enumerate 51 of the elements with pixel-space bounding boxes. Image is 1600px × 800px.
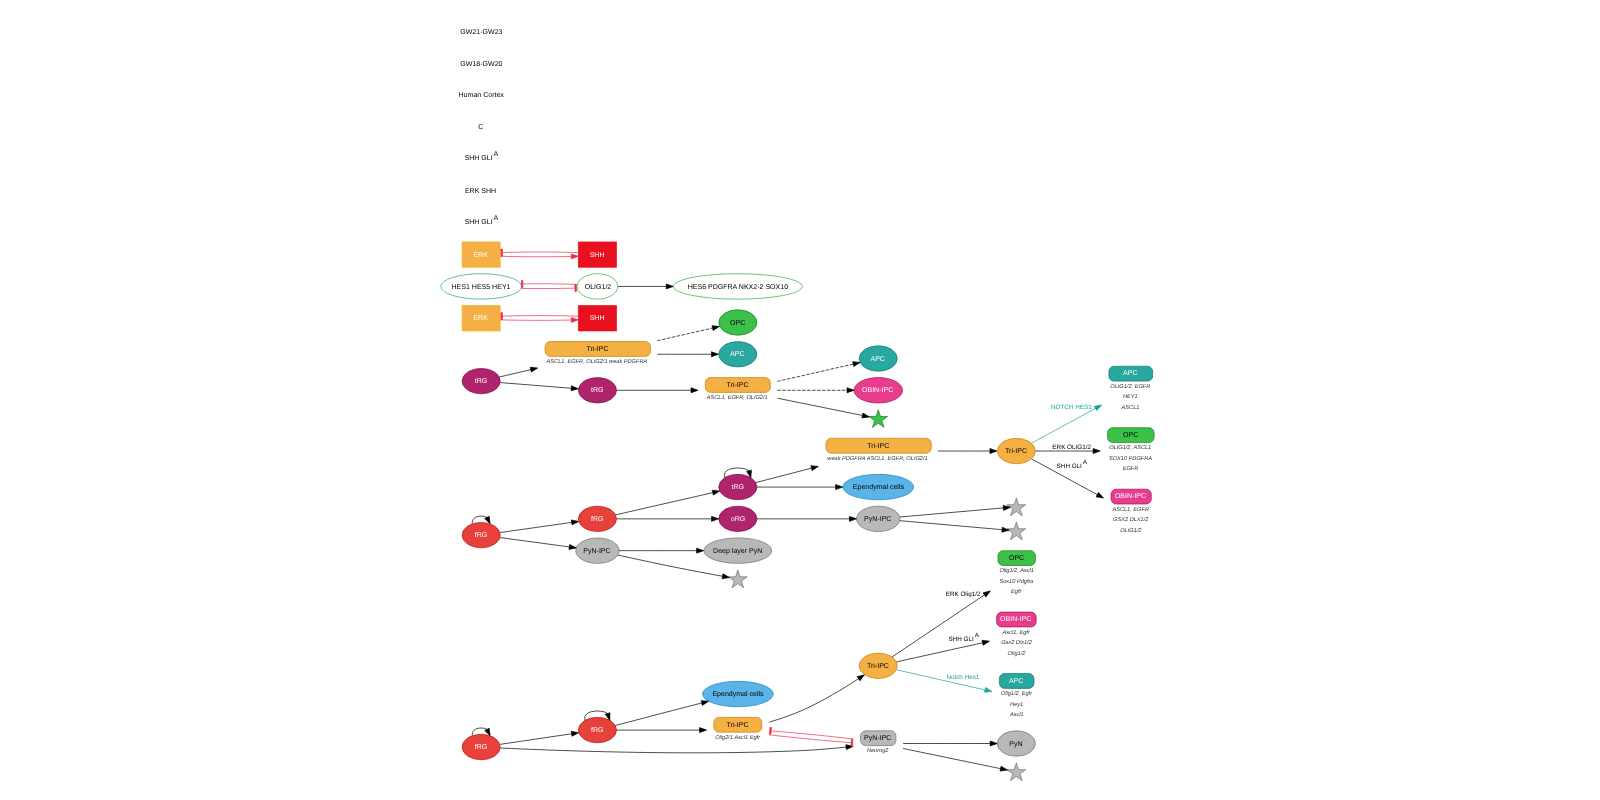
arrow [498,253,578,260]
connector [519,280,577,288]
arrow [901,748,1007,772]
arrow [615,387,698,394]
arrow [755,516,856,522]
arrow [754,465,818,483]
arrow [655,325,719,342]
arrow [583,710,610,721]
arrow [614,700,708,726]
arrow [898,505,1010,518]
node-picture [727,569,747,589]
arrow [615,516,718,522]
connector [767,726,853,740]
arrow [655,351,718,358]
node-picture [1005,497,1026,517]
arrow [776,387,854,394]
connector [498,312,578,321]
arrow [890,590,990,658]
arrow [617,547,703,554]
arrow [722,467,751,478]
connector [519,284,577,293]
node-picture [867,409,887,428]
arrow [614,489,720,516]
arrow [498,317,578,323]
arrow [755,484,843,490]
arrow [936,448,997,454]
arrow [1030,458,1103,499]
arrow [776,397,869,419]
arrow [776,361,860,382]
arrow [901,740,997,747]
connector [767,734,853,747]
arrow [498,519,578,533]
arrow [767,674,864,723]
arrow [498,744,853,754]
arrow [898,520,1009,533]
arrow [498,731,578,745]
node-picture [1005,521,1026,541]
arrow [895,640,989,663]
arrow [497,366,538,378]
arrow [616,554,729,580]
arrow [895,669,992,693]
connector [498,248,578,257]
arrow [615,727,706,733]
arrow [498,537,576,550]
arrow [1034,448,1100,454]
arrow [616,283,673,290]
arrow [1030,404,1102,444]
arrow [470,727,490,737]
arrow [498,382,578,392]
node-picture [1005,762,1026,781]
arrow [470,515,490,525]
